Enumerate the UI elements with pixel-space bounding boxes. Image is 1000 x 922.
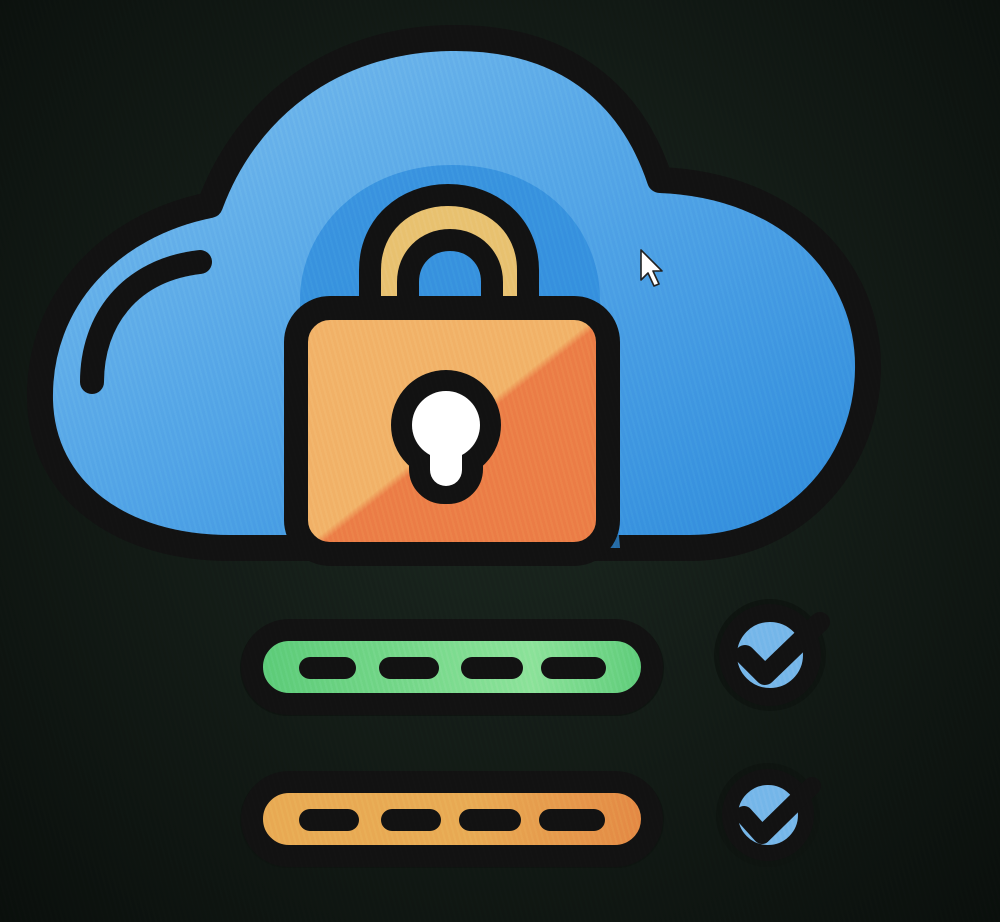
mouse-cursor-icon[interactable] [640,249,663,287]
cloud-highlight-arc [80,250,212,394]
check-circle-icon [714,599,830,711]
padlock-icon [284,184,620,566]
password-field-input [241,771,663,867]
padlock-shackle [359,184,539,331]
password-field-input [241,619,663,715]
password-field-orange [240,763,821,868]
keyhole-icon [391,370,501,504]
check-circle-icon [716,763,821,867]
password-field-green [240,599,830,716]
